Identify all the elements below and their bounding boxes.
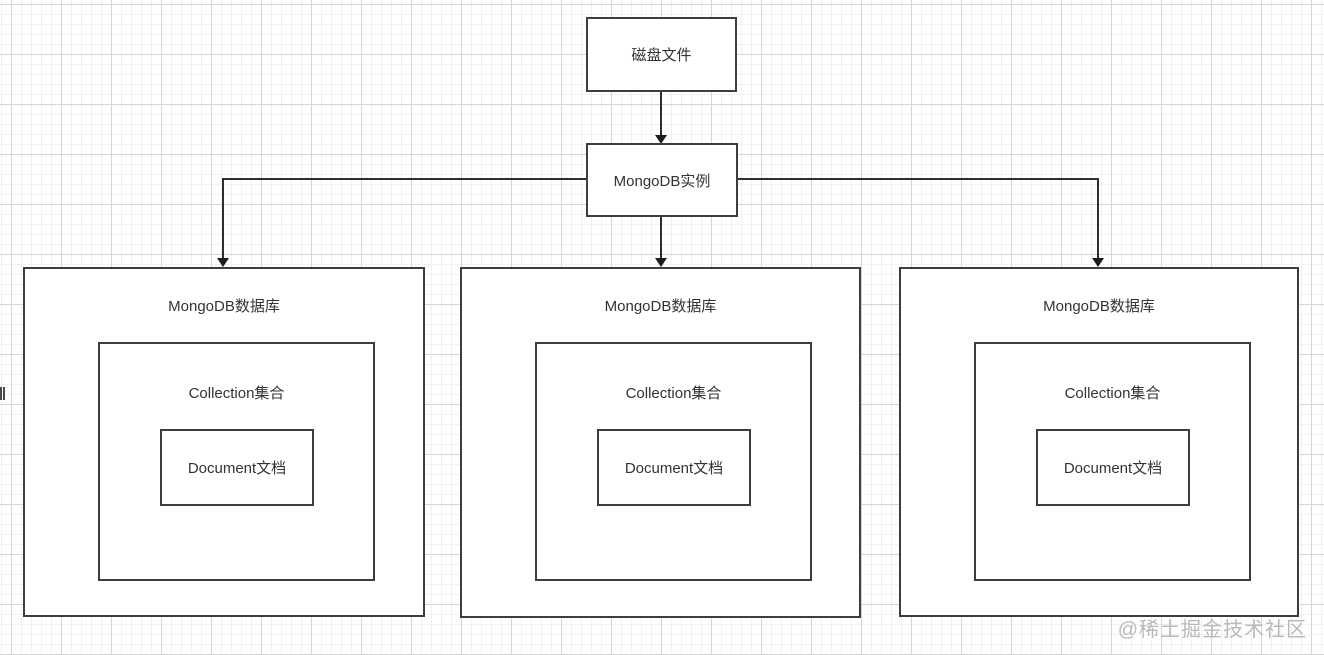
node-document-2-label: Document文档 xyxy=(624,460,724,477)
group-database-3: MongoDB数据库 Collection集合 Document文档 xyxy=(899,267,1299,617)
arrowhead-db2 xyxy=(655,258,667,267)
node-disk-file-label: 磁盘文件 xyxy=(631,47,692,64)
group-collection-1-title: Collection集合 xyxy=(188,385,285,402)
node-document-3: Document文档 xyxy=(1036,429,1190,506)
left-edge-artifact xyxy=(0,387,5,400)
group-database-2: MongoDB数据库 Collection集合 Document文档 xyxy=(460,267,861,618)
connector-instance-to-db1 xyxy=(222,178,224,259)
group-database-1: MongoDB数据库 Collection集合 Document文档 xyxy=(23,267,425,617)
group-collection-3-title: Collection集合 xyxy=(1064,385,1161,402)
connector-instance-to-db3 xyxy=(1097,178,1099,259)
node-disk-file: 磁盘文件 xyxy=(586,17,737,92)
group-collection-2: Collection集合 Document文档 xyxy=(535,342,812,581)
group-database-2-title: MongoDB数据库 xyxy=(604,298,717,315)
node-mongodb-instance: MongoDB实例 xyxy=(586,143,738,217)
node-document-1-label: Document文档 xyxy=(187,460,287,477)
group-database-1-title: MongoDB数据库 xyxy=(168,298,280,315)
connector-instance-to-db2 xyxy=(660,217,662,259)
connector-trunk-right xyxy=(738,178,1098,180)
group-collection-1: Collection集合 Document文档 xyxy=(98,342,375,581)
arrowhead-instance xyxy=(655,135,667,144)
node-document-2: Document文档 xyxy=(597,429,751,506)
group-collection-3: Collection集合 Document文档 xyxy=(974,342,1251,581)
watermark: @稀土掘金技术社区 xyxy=(1117,619,1307,641)
node-document-3-label: Document文档 xyxy=(1063,460,1163,477)
arrowhead-db3 xyxy=(1092,258,1104,267)
connector-disk-to-instance xyxy=(660,92,662,137)
group-database-3-title: MongoDB数据库 xyxy=(1043,298,1155,315)
arrowhead-db1 xyxy=(217,258,229,267)
node-mongodb-instance-label: MongoDB实例 xyxy=(613,172,711,190)
node-document-1: Document文档 xyxy=(160,429,314,506)
group-collection-2-title: Collection集合 xyxy=(625,385,722,402)
connector-trunk-left xyxy=(222,178,586,180)
